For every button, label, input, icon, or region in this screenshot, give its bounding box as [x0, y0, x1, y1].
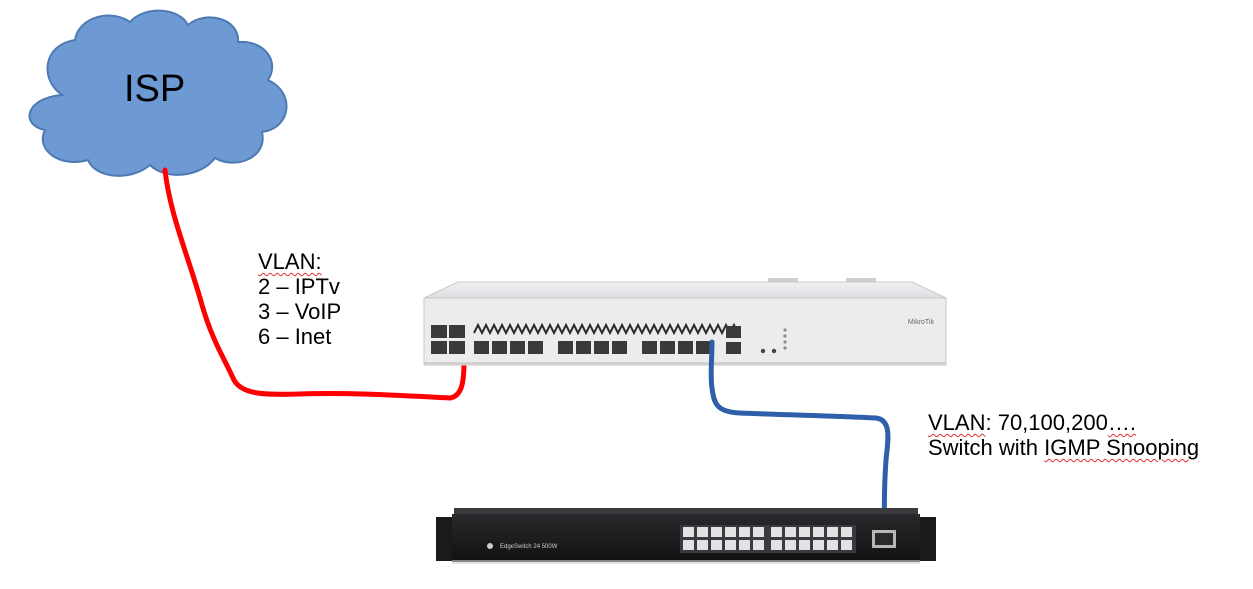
router-vlan-item-1: 2 – IPTv [258, 274, 340, 299]
switch-port [711, 540, 722, 550]
switch-port [813, 540, 824, 550]
isp-cloud [28, 9, 288, 177]
router-vents [473, 322, 739, 336]
switch-port-grid [683, 527, 852, 550]
switch-port [725, 527, 736, 537]
router-brand: MikroTik [908, 319, 935, 326]
switch-port [753, 540, 764, 550]
switch-port [711, 527, 722, 537]
sfp-ports [431, 325, 465, 354]
switch-port [771, 540, 782, 550]
router-vlan-item-3: 6 – Inet [258, 324, 332, 349]
switch-port [841, 527, 852, 537]
switch-igmp-line: Switch with IGMP Snooping [928, 435, 1200, 460]
switch-ports [680, 525, 856, 553]
router-vlan-list: VLAN: 2 – IPTv 3 – VoIP 6 – Inet [258, 249, 341, 349]
switch-port [683, 540, 694, 550]
switch-port [841, 540, 852, 550]
switch-sfp [872, 530, 896, 548]
ubiquiti-logo-icon [487, 543, 493, 549]
switch-port [697, 527, 708, 537]
switch-port [739, 527, 750, 537]
wan-cable [162, 167, 467, 401]
switch-port [739, 540, 750, 550]
lan-cable [708, 339, 891, 531]
switch-port [697, 540, 708, 550]
switch-brand: EdgeSwitch 24 500W [500, 544, 558, 550]
switch-port [799, 527, 810, 537]
router-vlan-heading: VLAN: [258, 249, 322, 274]
switch-port [799, 540, 810, 550]
switch-port [827, 540, 838, 550]
switch-port [771, 527, 782, 537]
switch-port [813, 527, 824, 537]
router-leds [760, 328, 787, 354]
switch-port [683, 527, 694, 537]
switch-port [725, 540, 736, 550]
edgeswitch: EdgeSwitch 24 500W [436, 508, 936, 564]
switch-port [827, 527, 838, 537]
mikrotik-router: MikroTik [423, 278, 947, 366]
isp-label: ISP [124, 68, 186, 110]
switch-vlan-line: VLAN: 70,100,200…. [928, 410, 1136, 435]
switch-vlan-label: VLAN: 70,100,200…. Switch with IGMP Snoo… [928, 410, 1199, 460]
router-vlan-item-2: 3 – VoIP [258, 299, 342, 324]
switch-port [785, 527, 796, 537]
router-ethernet-ports [474, 326, 741, 354]
switch-port [785, 540, 796, 550]
switch-port [753, 527, 764, 537]
